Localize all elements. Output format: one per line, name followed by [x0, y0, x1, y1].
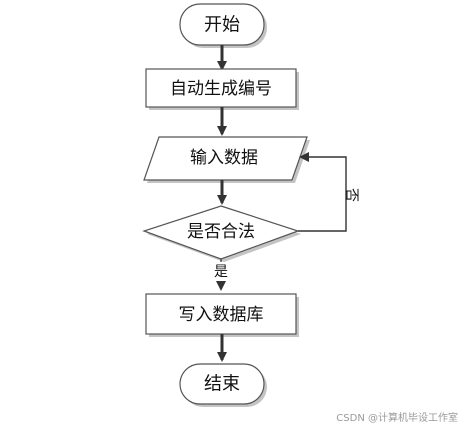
watermark: CSDN @计算机毕设工作室: [336, 413, 458, 424]
node-end: 结束: [179, 363, 267, 407]
node-input-label: 输入数据: [190, 148, 258, 168]
node-generate: 自动生成编号: [145, 68, 299, 110]
node-write: 写入数据库: [145, 293, 299, 337]
node-write-label: 写入数据库: [179, 305, 264, 325]
node-input: 输入数据: [143, 136, 310, 183]
node-start: 开始: [179, 3, 267, 48]
node-generate-label: 自动生成编号: [170, 79, 272, 99]
arrow-validate-no-loop: [298, 152, 347, 232]
node-validate: 是否合法: [142, 205, 301, 262]
edge-no-label: 否: [343, 188, 359, 202]
edge-yes-label: 是: [214, 264, 228, 280]
node-start-label: 开始: [204, 15, 240, 36]
node-end-label: 结束: [204, 374, 240, 395]
node-validate-label: 是否合法: [187, 222, 255, 242]
